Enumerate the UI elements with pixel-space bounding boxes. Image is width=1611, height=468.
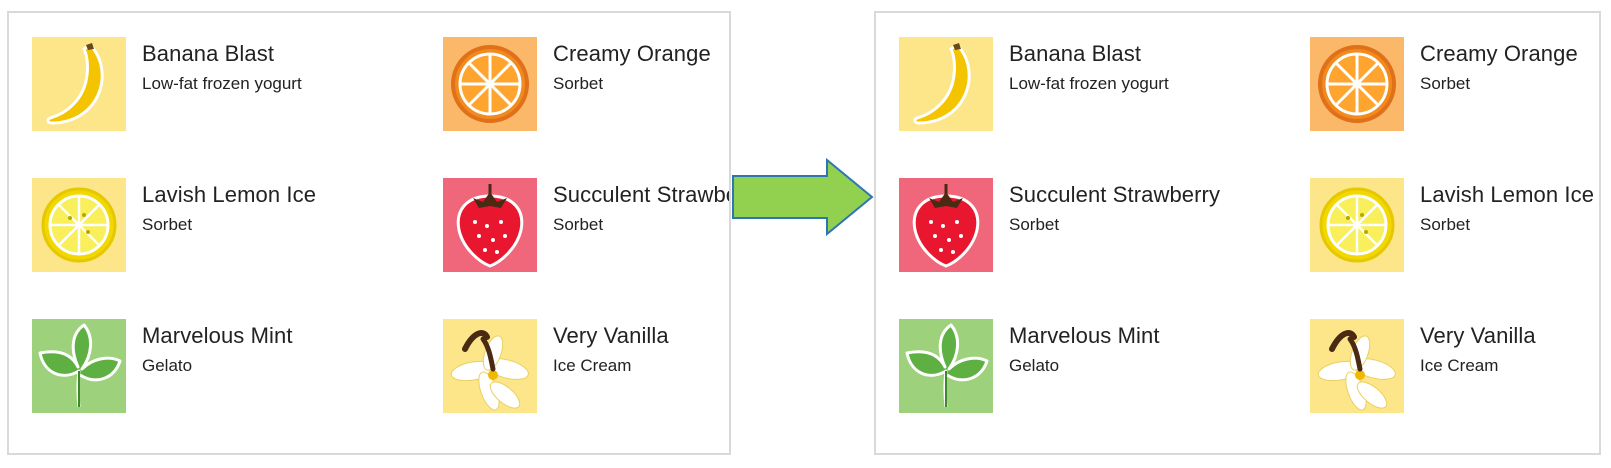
item-subtitle: Gelato (1009, 356, 1060, 375)
item-subtitle: Ice Cream (1420, 356, 1499, 375)
item-subtitle: Sorbet (1420, 74, 1471, 93)
item-subtitle: Gelato (142, 356, 193, 375)
vanilla-icon (1310, 319, 1404, 413)
mint-icon (899, 319, 993, 413)
item-subtitle: Low-fat frozen yogurt (1009, 74, 1169, 93)
banana-icon (32, 37, 126, 131)
item-subtitle: Low-fat frozen yogurt (142, 74, 302, 93)
item-subtitle: Sorbet (1420, 215, 1471, 234)
strawberry-icon (899, 178, 993, 272)
right-arrow-icon (732, 158, 874, 236)
item-subtitle: Sorbet (553, 215, 604, 234)
item-name: Creamy Orange (1420, 41, 1578, 66)
item-subtitle: Ice Cream (553, 356, 632, 375)
item-name: Very Vanilla (1420, 323, 1536, 348)
item-name: Lavish Lemon Ice (142, 182, 317, 207)
grid-view-after: Banana Blast Low-fat frozen yogurt Cream… (874, 11, 1601, 455)
item-name: Lavish Lemon Ice (1420, 182, 1595, 207)
item-name: Marvelous Mint (142, 323, 293, 348)
strawberry-icon (443, 178, 537, 272)
item-subtitle: Sorbet (142, 215, 193, 234)
item-subtitle: Sorbet (1009, 215, 1060, 234)
item-name: Banana Blast (1009, 41, 1142, 66)
item-name: Succulent Strawberry (553, 182, 729, 207)
grid-view-before: Banana Blast Low-fat frozen yogurt Cream… (7, 11, 731, 455)
item-name: Marvelous Mint (1009, 323, 1160, 348)
banana-icon (899, 37, 993, 131)
orange-icon (1310, 37, 1404, 131)
lemon-icon (1310, 178, 1404, 272)
item-name: Very Vanilla (553, 323, 669, 348)
item-name: Banana Blast (142, 41, 275, 66)
orange-icon (443, 37, 537, 131)
vanilla-icon (443, 319, 537, 413)
item-name: Creamy Orange (553, 41, 711, 66)
lemon-icon (32, 178, 126, 272)
item-name: Succulent Strawberry (1009, 182, 1221, 207)
mint-icon (32, 319, 126, 413)
item-subtitle: Sorbet (553, 74, 604, 93)
